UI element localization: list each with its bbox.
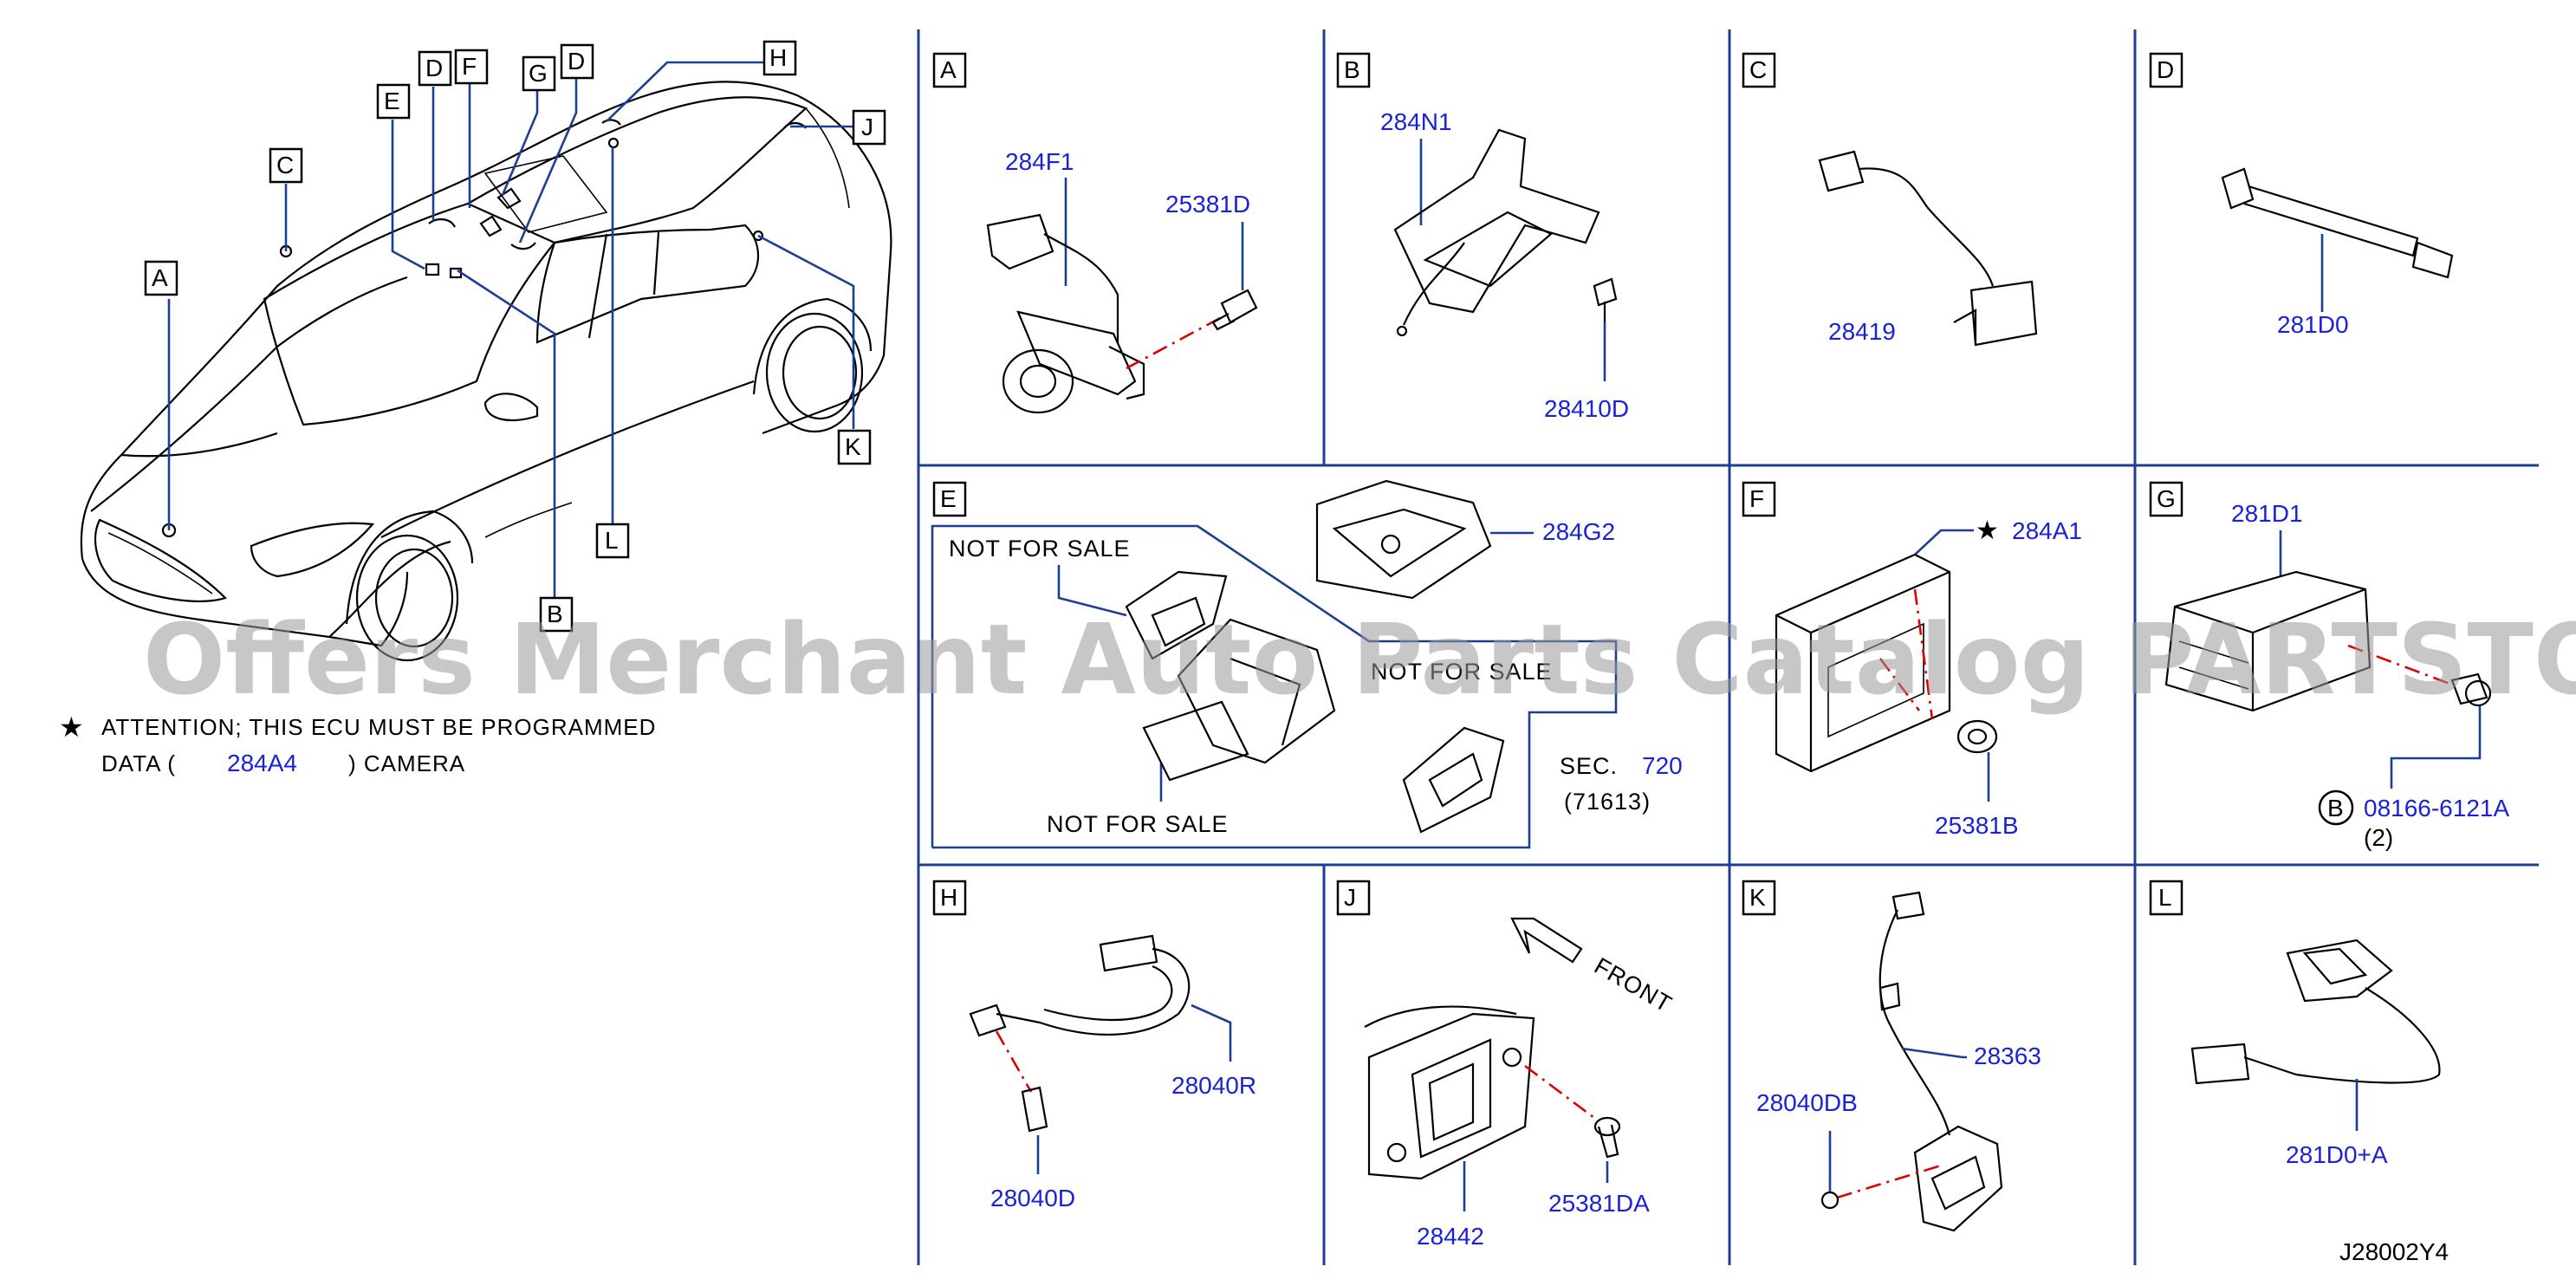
panel-d: D 281D0 — [2149, 52, 2454, 338]
part-28363: 28363 — [1974, 1042, 2041, 1069]
front-arrow-label: FRONT — [1590, 952, 1677, 1017]
callout-g: G — [529, 60, 548, 87]
vehicle-overview — [80, 81, 892, 662]
panel-h: H 28040D 28040R — [932, 880, 1256, 1211]
part-25381B: 25381B — [1935, 812, 2019, 839]
part-284F1: 284F1 — [1005, 148, 1074, 175]
part-08166-6121A: 08166-6121A — [2364, 795, 2509, 822]
diagram-id: J28002Y4 — [2339, 1238, 2449, 1265]
part-284G2: 284G2 — [1542, 518, 1615, 545]
panel-l-label: L — [2158, 884, 2172, 911]
attention-line1: ATTENTION; THIS ECU MUST BE PROGRAMMED — [101, 714, 656, 740]
watermark: Offers Merchant Auto Parts Catalog PARTS… — [143, 604, 2576, 717]
callout-b: B — [547, 601, 563, 627]
panel-b-label: B — [1344, 56, 1360, 83]
part-281D1: 281D1 — [2231, 500, 2303, 527]
callout-e: E — [384, 88, 400, 114]
panel-grid — [917, 29, 2539, 1265]
callout-l: L — [605, 527, 619, 554]
reprogram-star: ★ — [1976, 516, 1999, 546]
panel-f: F ★ 284A1 25381B — [1742, 481, 2082, 839]
panel-e: E NOT FOR SALE NOT FOR SALE NOT FOR SALE… — [931, 479, 1683, 849]
sec-label: SEC. — [1560, 753, 1618, 779]
panel-c: C 28419 — [1742, 52, 2038, 347]
panel-g: G 281D1 B 08166-6121A (2) — [2149, 481, 2509, 851]
callout-j: J — [861, 114, 873, 140]
part-281D0: 281D0 — [2277, 311, 2349, 338]
panel-a-label: A — [940, 56, 957, 83]
overview-leaders — [167, 61, 855, 598]
part-28419: 28419 — [1828, 318, 1896, 345]
sec-number: 720 — [1642, 752, 1683, 779]
attention-line2-pre: DATA ( — [101, 750, 176, 776]
callout-f: F — [462, 53, 477, 80]
part-25381D: 25381D — [1165, 191, 1250, 218]
callout-k: K — [845, 433, 861, 460]
panel-j-label: J — [1344, 884, 1356, 911]
callout-a: A — [152, 264, 168, 291]
part-28040D: 28040D — [990, 1185, 1075, 1211]
part-28040DB: 28040DB — [1756, 1089, 1858, 1116]
attention-part-number: 284A4 — [227, 750, 297, 776]
callout-d1: D — [425, 55, 443, 81]
panel-f-label: F — [1749, 485, 1764, 512]
attention-note: ★ ATTENTION; THIS ECU MUST BE PROGRAMMED… — [59, 711, 656, 776]
part-28442: 28442 — [1417, 1223, 1484, 1250]
panel-a: A 284F1 25381D — [932, 52, 1258, 414]
part-25381DA: 25381DA — [1548, 1190, 1650, 1217]
panel-b: B 284N1 28410D — [1336, 52, 1629, 422]
panel-d-label: D — [2157, 56, 2174, 83]
part-284A1: 284A1 — [2012, 517, 2082, 544]
sec-subref: (71613) — [1564, 789, 1651, 815]
callout-h: H — [769, 44, 787, 71]
panel-k-label: K — [1749, 884, 1766, 911]
panel-c-label: C — [1749, 56, 1767, 83]
callout-d2: D — [568, 48, 585, 75]
nfs-label-1: NOT FOR SALE — [949, 536, 1131, 562]
part-28410D: 28410D — [1544, 395, 1629, 422]
nfs-label-3: NOT FOR SALE — [1047, 811, 1229, 837]
bolt-quantity: (2) — [2364, 824, 2393, 851]
overview-callouts: A B C D D E F G H J K L — [144, 40, 886, 633]
bolt-callout-b: B — [2327, 795, 2344, 822]
attention-line2-post: ) CAMERA — [348, 750, 465, 776]
panel-l: L 281D0+A — [2149, 880, 2441, 1168]
part-284N1: 284N1 — [1380, 108, 1452, 135]
attention-star: ★ — [59, 711, 84, 744]
panel-j: J FRONT 25381DA 28442 — [1336, 880, 1677, 1250]
panel-e-label: E — [940, 485, 957, 512]
part-281D0-A: 281D0+A — [2286, 1141, 2388, 1168]
panel-k: K 28040DB 28363 — [1742, 880, 2041, 1232]
panel-h-label: H — [940, 884, 957, 911]
callout-c: C — [276, 152, 294, 179]
nfs-label-2: NOT FOR SALE — [1371, 659, 1553, 685]
panel-g-label: G — [2157, 485, 2176, 512]
part-28040R: 28040R — [1171, 1072, 1256, 1099]
